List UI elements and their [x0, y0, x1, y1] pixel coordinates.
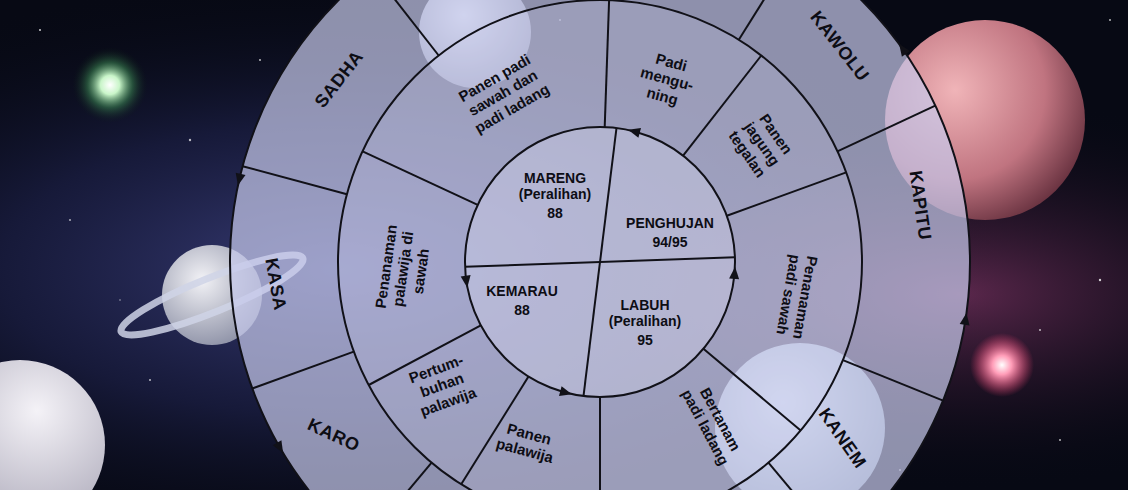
month-text: KARO	[304, 414, 363, 456]
month-text: KASA	[261, 257, 291, 313]
day-count: 94/95	[620, 234, 720, 250]
middle-ring	[338, 0, 862, 490]
divider-line	[727, 172, 846, 215]
star	[1109, 19, 1111, 21]
star	[149, 379, 151, 381]
month-label: KAWOLU	[803, 4, 876, 88]
star	[119, 299, 121, 301]
activity-sector: Padi mengu- ning	[625, 43, 708, 114]
divider-line	[768, 463, 837, 490]
pink-star	[970, 333, 1034, 397]
divider-line	[252, 352, 353, 389]
month-text: KANEM	[814, 404, 870, 472]
activity-text: Penanaman padi sawah	[771, 243, 823, 349]
inner-circle	[465, 127, 735, 397]
divider-line	[363, 151, 478, 205]
divider-line	[362, 463, 431, 490]
activity-text: Penanaman palawija di sawah	[370, 213, 436, 325]
day-count: 88	[481, 302, 563, 318]
outer-ring	[230, 0, 970, 490]
activity-text: Pertum- buhan palawija	[399, 348, 486, 422]
flow-arrowhead	[273, 440, 283, 453]
activity-sector: Penanaman padi sawah	[770, 242, 824, 351]
month-label: SADHA	[308, 44, 371, 115]
activity-text: Panen jagung tegalan	[719, 98, 805, 190]
activity-sector: Pertum- buhan palawija	[397, 347, 487, 424]
activity-sector: Bertanam padi ladang	[674, 371, 752, 475]
flow-arrowhead	[628, 128, 641, 138]
month-label: KANEM	[812, 401, 873, 475]
day-count: 95	[601, 332, 689, 348]
star	[259, 59, 261, 61]
sector-dividers	[243, 0, 944, 490]
season-text: MARENG (Peralihan)	[511, 170, 599, 202]
flow-arrowhead	[960, 313, 970, 326]
activity-sector: Panen palawija	[485, 415, 570, 470]
season-quadrant: KEMARAU 88	[480, 282, 564, 319]
planet	[0, 360, 105, 490]
month-label: KARO	[301, 412, 366, 458]
flow-arrows	[236, 44, 970, 453]
activity-text: Bertanam padi ladang	[675, 373, 751, 474]
season-quadrant: MARENG (Peralihan) 88	[510, 169, 600, 222]
activity-text: Panen padi sawah dan padi ladang	[444, 44, 562, 142]
star	[39, 29, 41, 31]
divider-line	[837, 106, 935, 152]
divider-line	[599, 397, 601, 490]
star	[1099, 279, 1101, 281]
divider-line	[372, 0, 439, 55]
season-wheel	[230, 0, 970, 490]
green-star	[72, 47, 148, 123]
divider-line	[243, 166, 347, 194]
season-text: KEMARAU	[481, 283, 563, 299]
activity-sector: Panen jagung tegalan	[717, 97, 806, 192]
season-quadrant: LABUH (Peralihan) 95	[600, 296, 690, 349]
month-label: KAPITU	[904, 166, 937, 244]
month-label: KASA	[259, 253, 292, 315]
day-count: 88	[511, 205, 599, 221]
season-text: PENGHUJAN	[620, 215, 720, 231]
divider-line	[843, 360, 943, 401]
star	[69, 219, 71, 221]
activity-text: Panen palawija	[486, 416, 568, 469]
star	[1059, 439, 1061, 441]
flow-arrowhead	[461, 275, 471, 288]
divider-line	[605, 0, 609, 127]
month-text: SADHA	[311, 47, 368, 112]
season-text: LABUH (Peralihan)	[601, 297, 689, 329]
month-text: KAPITU	[905, 169, 935, 241]
activity-text: Padi mengu- ning	[626, 45, 707, 113]
flow-arrowhead	[729, 267, 739, 279]
flow-arrowhead	[236, 173, 246, 186]
season-quadrant: PENGHUJAN 94/95	[619, 214, 721, 251]
activity-sector: Panen padi sawah dan padi ladang	[442, 43, 562, 144]
activity-sector: Penanaman palawija di sawah	[369, 212, 437, 326]
divider-line	[739, 0, 796, 40]
flow-arrowhead	[899, 44, 910, 57]
month-text: KAWOLU	[806, 7, 873, 85]
flow-arrowhead	[559, 386, 572, 396]
star	[1039, 329, 1041, 331]
divider-line	[465, 257, 735, 266]
star	[189, 139, 191, 141]
